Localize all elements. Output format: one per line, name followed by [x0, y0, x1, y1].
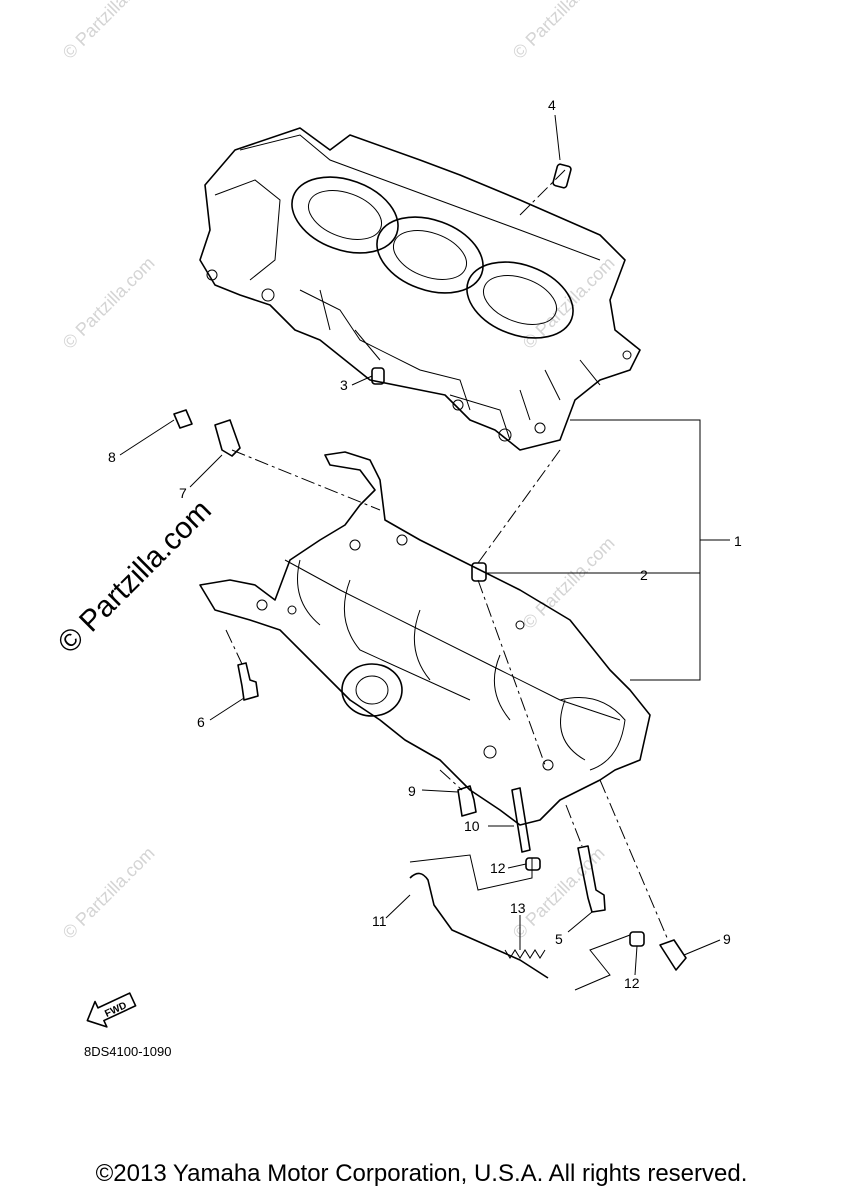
- part-code: 8DS4100-1090: [84, 1044, 171, 1059]
- fitting-9-lower: [659, 939, 687, 971]
- leader-lines: [119, 114, 730, 991]
- fwd-arrow: FWD: [86, 992, 137, 1028]
- watermark-small: © Partzilla.com: [509, 0, 609, 63]
- callout-6: 6: [197, 714, 205, 730]
- cap-12-upper: [525, 857, 541, 871]
- watermark-small: © Partzilla.com: [59, 253, 159, 353]
- callout-4: 4: [548, 97, 556, 113]
- cap-12-lower: [629, 931, 645, 947]
- small-parts: [173, 163, 687, 979]
- callout-11: 11: [372, 913, 387, 929]
- upper-crankcase: [199, 127, 641, 451]
- spring-13: [504, 949, 546, 959]
- callout-5: 5: [555, 931, 563, 947]
- callout-9-lower: 9: [723, 931, 731, 947]
- bolt-8: [173, 409, 193, 429]
- bolt-6: [237, 662, 259, 701]
- lower-crankcase: [199, 451, 651, 826]
- dowel-pin-2: [471, 562, 487, 582]
- callout-7: 7: [179, 485, 187, 501]
- callout-9-upper: 9: [408, 783, 416, 799]
- copyright-notice: ©2013 Yamaha Motor Corporation, U.S.A. A…: [95, 1160, 748, 1187]
- callout-8: 8: [108, 449, 116, 465]
- fitting-9-upper: [457, 785, 477, 817]
- watermark-small: © Partzilla.com: [59, 843, 159, 943]
- watermark-small: © Partzilla.com: [59, 0, 159, 63]
- hose-11: [409, 872, 549, 979]
- callout-1: 1: [734, 533, 742, 549]
- callout-2: 2: [640, 567, 648, 583]
- bolt-5: [577, 845, 606, 913]
- callout-12-upper: 12: [490, 860, 506, 876]
- watermark-small: © Partzilla.com: [509, 843, 609, 943]
- bracket-7: [214, 419, 241, 457]
- dowel-pin-4: [552, 163, 572, 189]
- callout-3: 3: [340, 377, 348, 393]
- callout-13: 13: [510, 900, 526, 916]
- callout-labels: 1 2 3 4 5 6 7 8 9 9 10 11 12 12 13: [108, 97, 742, 991]
- watermark-main: © Partzilla.com: [52, 494, 218, 660]
- callout-12-lower: 12: [624, 975, 640, 991]
- pin-10: [511, 787, 531, 853]
- alignment-lines: [225, 169, 669, 941]
- watermark-layer: © Partzilla.com © Partzilla.com © Partzi…: [52, 0, 619, 943]
- watermark-small: © Partzilla.com: [519, 533, 619, 633]
- callout-10: 10: [464, 818, 480, 834]
